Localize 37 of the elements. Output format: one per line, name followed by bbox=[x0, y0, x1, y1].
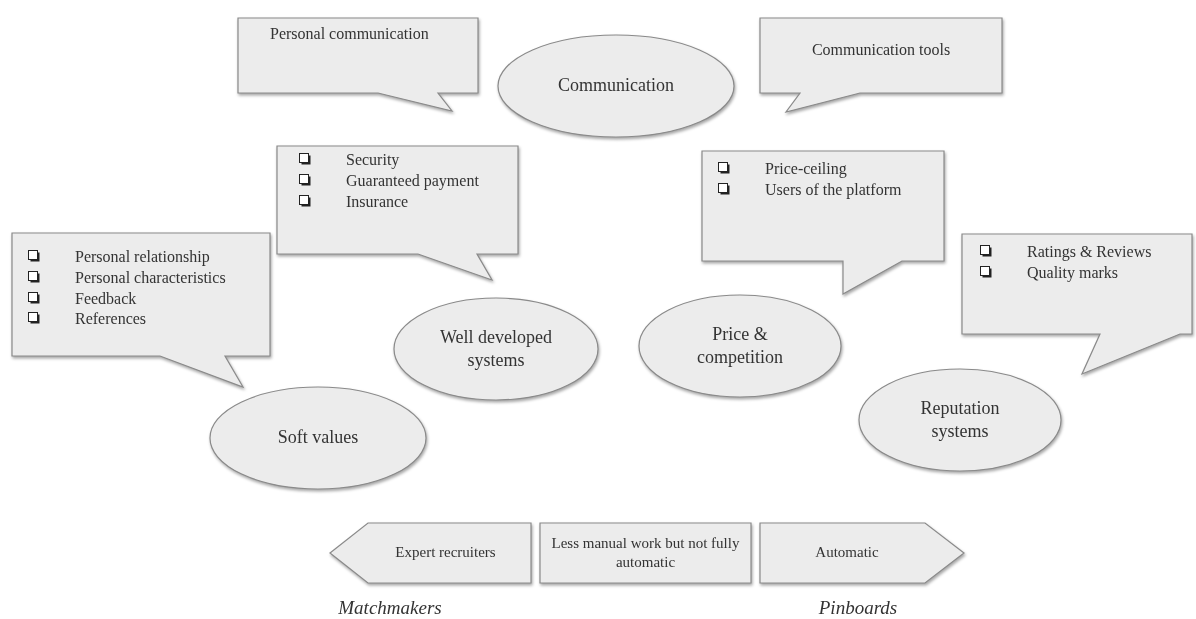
ellipse-node bbox=[209, 386, 427, 490]
node-label: Reputation systems bbox=[919, 396, 1001, 443]
ellipse-node bbox=[393, 297, 599, 401]
ellipse-node bbox=[638, 294, 842, 398]
speech-bubble bbox=[277, 146, 518, 280]
speech-bubble bbox=[238, 18, 478, 111]
speech-bubble bbox=[962, 234, 1192, 374]
list-item: Ratings & Reviews bbox=[1027, 242, 1152, 263]
callout-text: Communication tools bbox=[810, 40, 952, 60]
list-item: Guaranteed payment bbox=[346, 170, 479, 192]
node-label: Soft values bbox=[277, 426, 359, 450]
node-label: Expert recruiters bbox=[395, 543, 496, 563]
ellipse-node bbox=[497, 34, 735, 138]
list-item: Price-ceiling bbox=[765, 159, 847, 180]
axis-end-label: Pinboards bbox=[818, 597, 898, 619]
node-label: Less manual work but not fully automatic bbox=[550, 533, 741, 572]
list-item: Users of the platform bbox=[765, 179, 902, 201]
node-label: Well developed systems bbox=[439, 325, 553, 372]
node-label: Communication bbox=[558, 74, 674, 98]
list-item: Personal characteristics bbox=[75, 267, 226, 288]
node-label: Automatic bbox=[815, 543, 879, 563]
list-item: References bbox=[75, 309, 147, 330]
list-item: Feedback bbox=[75, 288, 137, 309]
callout-text: Personal communication bbox=[270, 24, 430, 44]
left-arrow-shape bbox=[330, 523, 531, 583]
speech-bubble bbox=[760, 18, 1002, 112]
list-item: Insurance bbox=[346, 191, 409, 212]
ellipse-node bbox=[858, 368, 1062, 472]
axis-end-label: Matchmakers bbox=[338, 597, 442, 619]
list-item: Quality marks bbox=[1027, 262, 1119, 284]
speech-bubble bbox=[702, 151, 944, 294]
speech-bubble bbox=[12, 233, 270, 387]
list-item: Personal relationship bbox=[75, 247, 210, 268]
list-item: Security bbox=[346, 150, 400, 171]
node-label: Price & competition bbox=[696, 322, 784, 369]
process-box bbox=[540, 523, 751, 583]
right-arrow-shape bbox=[760, 523, 964, 583]
